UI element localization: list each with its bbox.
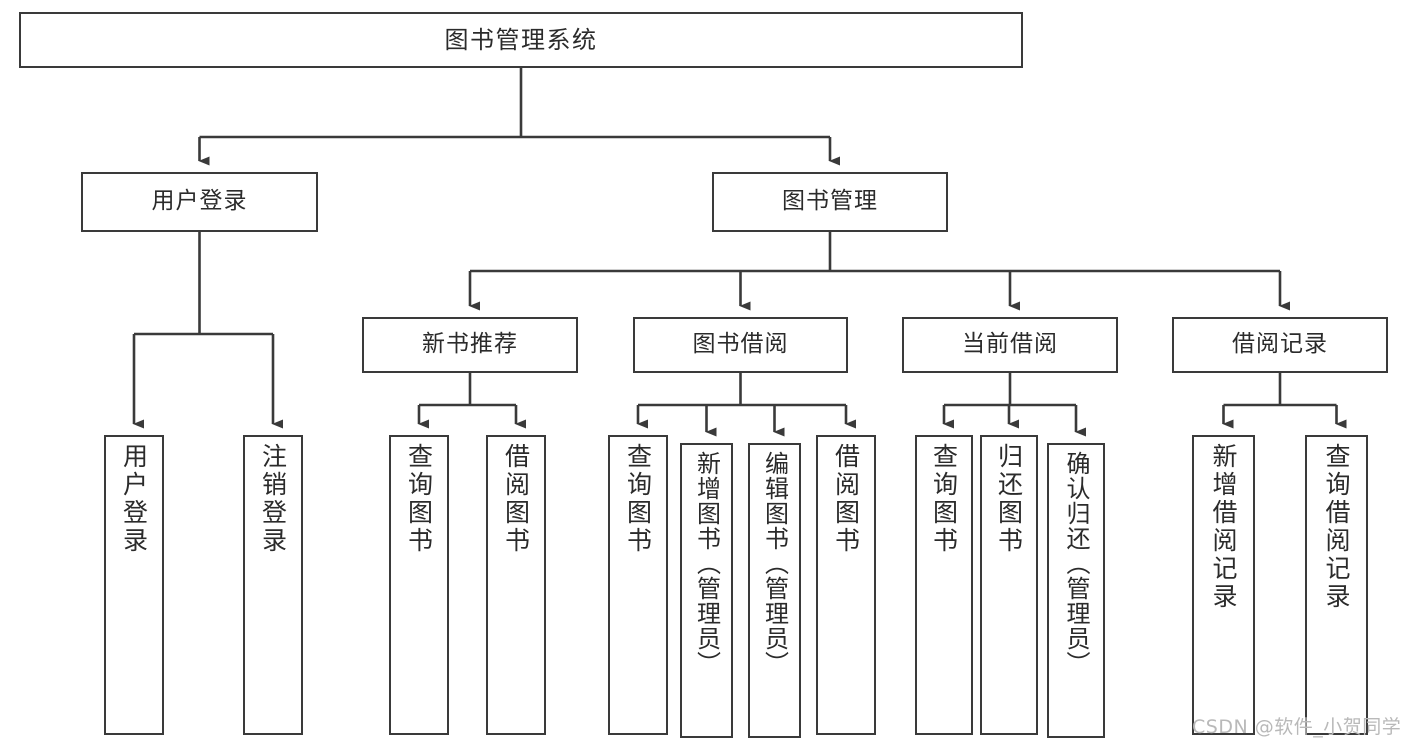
node-label: 用户登录 bbox=[151, 188, 248, 215]
node-label: 查询借阅记录 bbox=[1322, 443, 1351, 611]
node-l-bborrow[interactable]: 借阅图书 bbox=[816, 435, 876, 735]
node-label: 查询图书 bbox=[929, 443, 959, 555]
node-t2b[interactable]: 图书借阅 bbox=[633, 317, 848, 373]
node-l-radd[interactable]: 新增借阅记录 bbox=[1192, 435, 1255, 735]
node-l-rquery[interactable]: 查询借阅记录 bbox=[1305, 435, 1368, 735]
node-label: 图书管理 bbox=[782, 188, 878, 215]
node-label: 新书推荐 bbox=[422, 331, 518, 358]
node-label: 确认归还（管理员） bbox=[1062, 451, 1090, 676]
node-label: 注销登录 bbox=[258, 443, 288, 555]
node-l-bq[interactable]: 查询图书 bbox=[608, 435, 668, 735]
node-label: 当前借阅 bbox=[962, 331, 1058, 358]
node-l-bedit[interactable]: 编辑图书（管理员） bbox=[748, 443, 801, 738]
node-label: 查询图书 bbox=[623, 443, 653, 555]
node-l-new-borrow[interactable]: 借阅图书 bbox=[486, 435, 546, 735]
node-t1b[interactable]: 图书管理 bbox=[712, 172, 948, 232]
node-label: 新增借阅记录 bbox=[1209, 443, 1238, 611]
node-label: 借阅图书 bbox=[501, 443, 531, 555]
node-label: 图书管理系统 bbox=[444, 25, 598, 54]
node-label: 新增图书（管理员） bbox=[692, 451, 721, 676]
node-label: 归还图书 bbox=[994, 443, 1024, 555]
node-l-creturn[interactable]: 归还图书 bbox=[980, 435, 1038, 735]
node-l-logout[interactable]: 注销登录 bbox=[243, 435, 303, 735]
node-label: 查询图书 bbox=[404, 443, 434, 555]
node-label: 编辑图书（管理员） bbox=[760, 451, 789, 676]
node-l-new-query[interactable]: 查询图书 bbox=[389, 435, 449, 735]
node-t1a[interactable]: 用户登录 bbox=[81, 172, 318, 232]
node-label: 借阅图书 bbox=[831, 443, 861, 555]
node-l-badd[interactable]: 新增图书（管理员） bbox=[680, 443, 733, 738]
node-label: 用户登录 bbox=[119, 443, 149, 555]
node-root[interactable]: 图书管理系统 bbox=[19, 12, 1023, 68]
node-l-cq[interactable]: 查询图书 bbox=[915, 435, 973, 735]
csdn-watermark: CSDN @软件_小贺同学 bbox=[1192, 716, 1402, 738]
node-label: 借阅记录 bbox=[1232, 331, 1328, 358]
node-label: 图书借阅 bbox=[692, 331, 789, 358]
node-t2d[interactable]: 借阅记录 bbox=[1172, 317, 1388, 373]
node-l-cconfirm[interactable]: 确认归还（管理员） bbox=[1047, 443, 1105, 738]
node-l-login[interactable]: 用户登录 bbox=[104, 435, 164, 735]
node-t2c[interactable]: 当前借阅 bbox=[902, 317, 1118, 373]
node-t2a[interactable]: 新书推荐 bbox=[362, 317, 578, 373]
